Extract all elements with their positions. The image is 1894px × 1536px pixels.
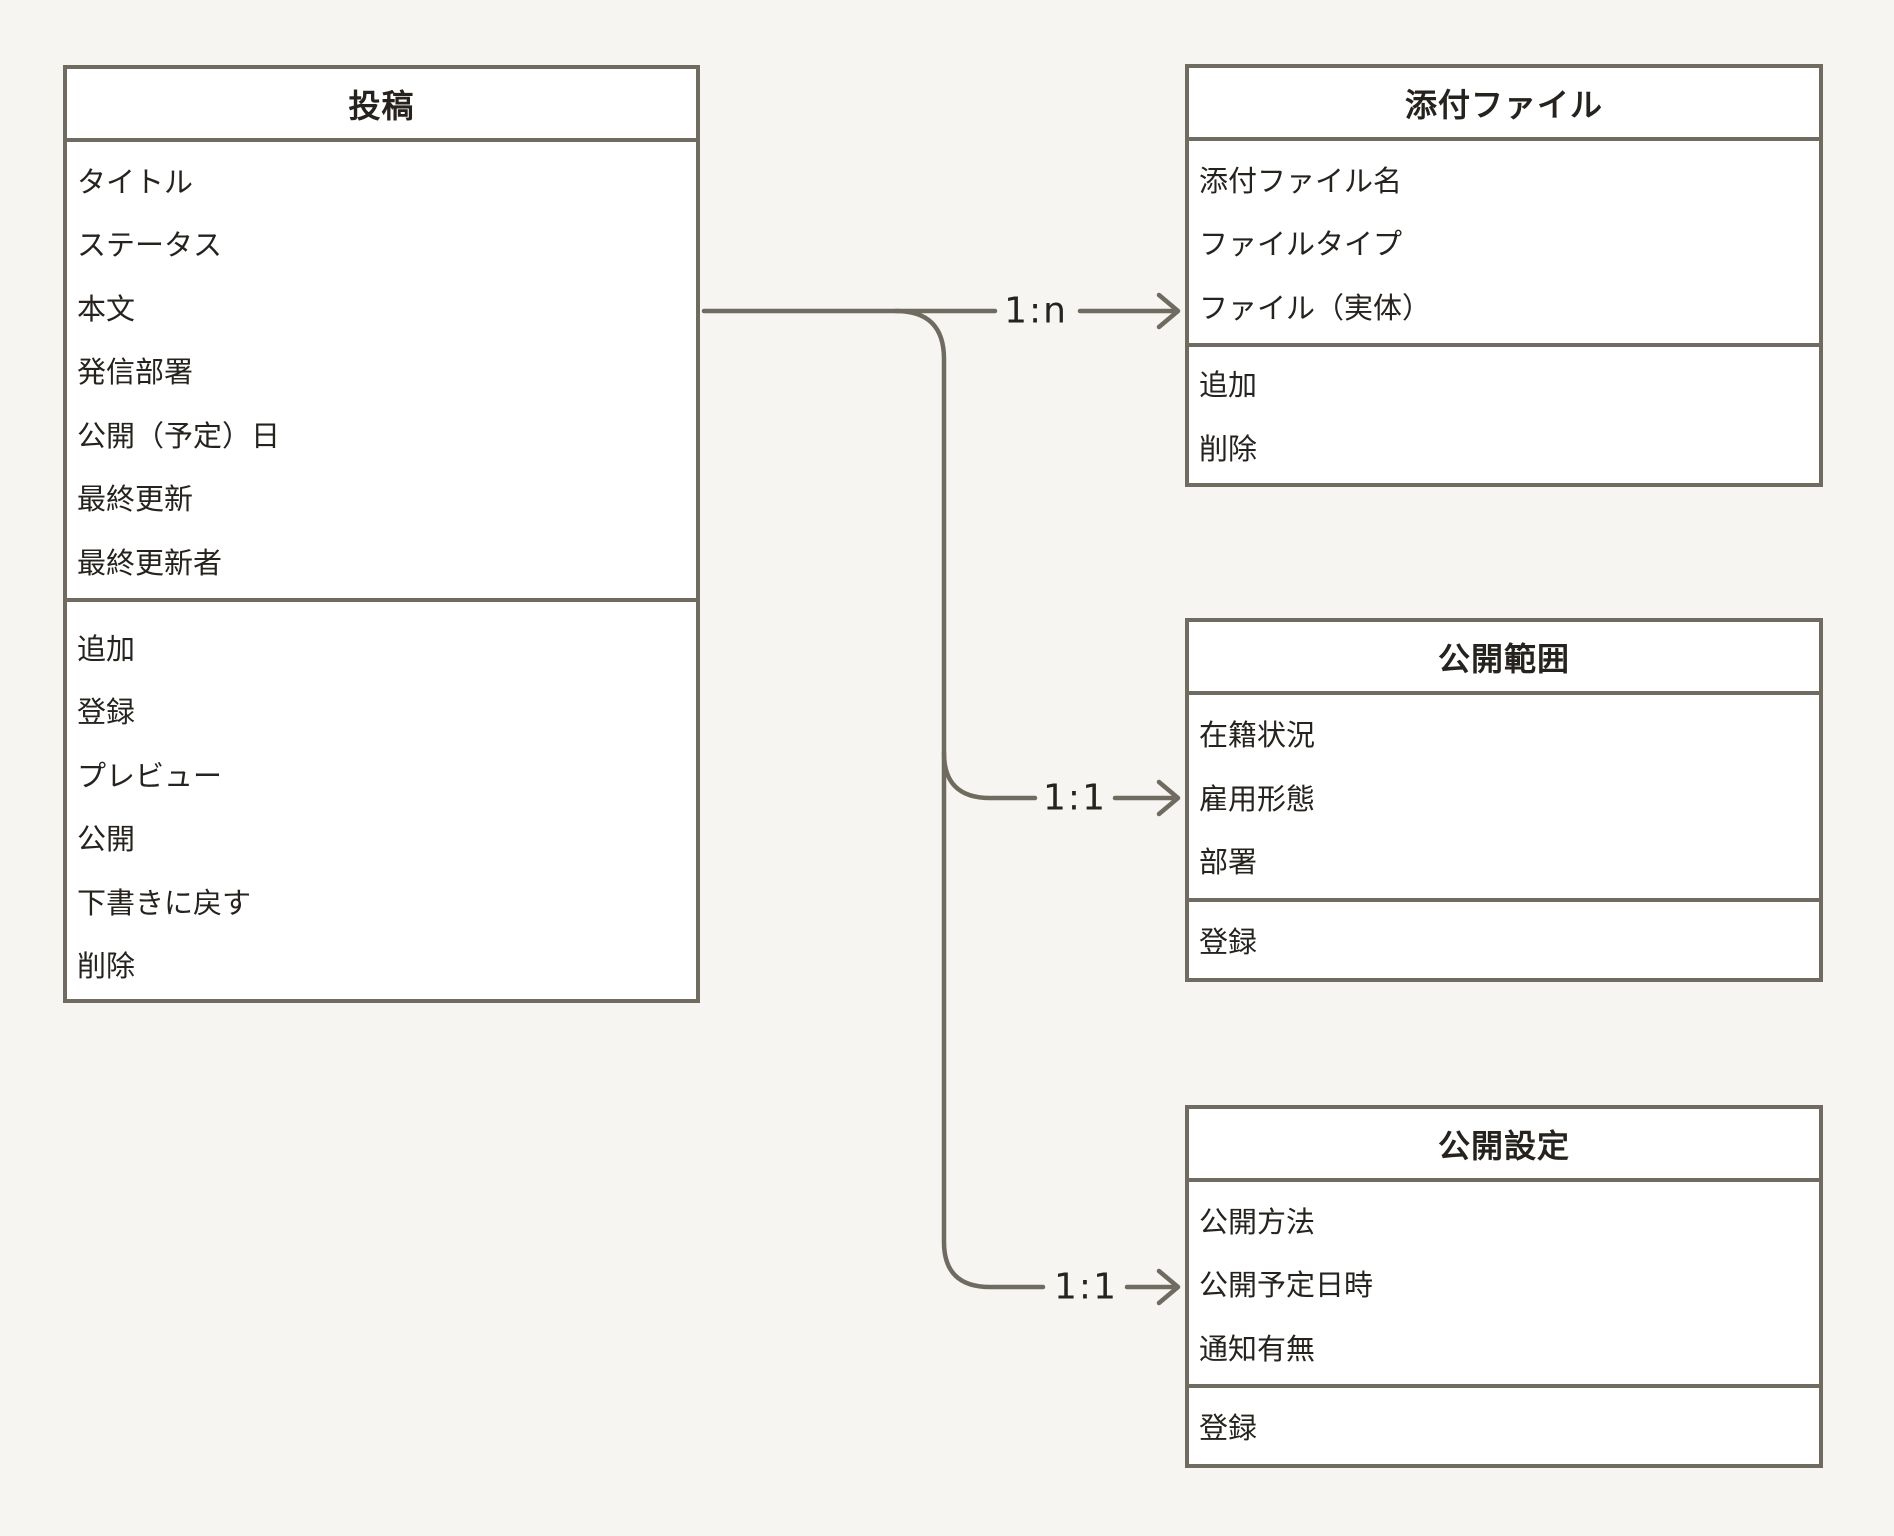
field-row: タイトル <box>77 164 194 199</box>
entity-attachment: 添付ファイル 添付ファイル名 ファイルタイプ ファイル（実体） 追加 削除 <box>1185 64 1823 487</box>
action-row: 登録 <box>1199 925 1258 959</box>
action-row: プレビュー <box>77 758 223 793</box>
field-row: ファイル（実体） <box>1199 290 1432 325</box>
entity-settings-title: 公開設定 <box>1189 1109 1819 1182</box>
field-row: 雇用形態 <box>1199 781 1316 816</box>
field-row: 在籍状況 <box>1199 718 1316 752</box>
arrowhead-settings-icon <box>1156 1268 1181 1306</box>
entity-scope: 公開範囲 在籍状況 雇用形態 部署 登録 <box>1185 618 1823 982</box>
relation-label-11-settings: 1:1 <box>1054 1266 1118 1308</box>
relation-line-trunk <box>893 308 1046 1290</box>
field-row: 公開予定日時 <box>1199 1268 1374 1302</box>
entity-attachment-fields: 添付ファイル名 ファイルタイプ ファイル（実体） <box>1189 141 1819 347</box>
action-row: 削除 <box>1199 431 1258 466</box>
action-row: 追加 <box>1199 368 1258 403</box>
relation-line-branch-scope <box>941 750 1038 801</box>
field-row: 最終更新者 <box>77 545 223 580</box>
arrowhead-attachment-icon <box>1156 292 1181 330</box>
relation-label-11-scope: 1:1 <box>1043 777 1107 819</box>
entity-settings-actions: 登録 <box>1189 1388 1819 1464</box>
relation-label-1n: 1:n <box>1004 290 1068 332</box>
field-row: 本文 <box>77 291 136 326</box>
entity-scope-actions: 登録 <box>1189 902 1819 978</box>
action-row: 下書きに戻す <box>77 885 252 920</box>
entity-settings: 公開設定 公開方法 公開予定日時 通知有無 登録 <box>1185 1105 1823 1468</box>
field-row: 発信部署 <box>77 355 194 389</box>
field-row: 公開（予定）日 <box>77 418 281 453</box>
entity-scope-fields: 在籍状況 雇用形態 部署 <box>1189 695 1819 902</box>
field-row: ステータス <box>77 228 223 262</box>
action-row: 公開 <box>77 822 136 857</box>
field-row: 通知有無 <box>1199 1331 1316 1366</box>
field-row: 添付ファイル名 <box>1199 163 1403 198</box>
field-row: 最終更新 <box>77 482 194 516</box>
entity-post-fields: タイトル ステータス 本文 発信部署 公開（予定）日 最終更新 最終更新者 <box>67 142 696 602</box>
entity-post-title: 投稿 <box>67 69 696 142</box>
entity-attachment-title: 添付ファイル <box>1189 68 1819 141</box>
arrowhead-scope-icon <box>1156 779 1181 817</box>
entity-post: 投稿 タイトル ステータス 本文 発信部署 公開（予定）日 最終更新 最終更新者… <box>63 65 700 1003</box>
entity-scope-title: 公開範囲 <box>1189 622 1819 695</box>
field-row: ファイルタイプ <box>1199 227 1403 261</box>
action-row: 登録 <box>1199 1411 1258 1445</box>
field-row: 部署 <box>1199 845 1258 879</box>
entity-settings-fields: 公開方法 公開予定日時 通知有無 <box>1189 1182 1819 1388</box>
action-row: 削除 <box>77 949 136 984</box>
action-row: 追加 <box>77 631 136 666</box>
entity-attachment-actions: 追加 削除 <box>1189 347 1819 483</box>
field-row: 公開方法 <box>1199 1204 1316 1239</box>
action-row: 登録 <box>77 695 136 730</box>
entity-post-actions: 追加 登録 プレビュー 公開 下書きに戻す 削除 <box>67 602 696 999</box>
